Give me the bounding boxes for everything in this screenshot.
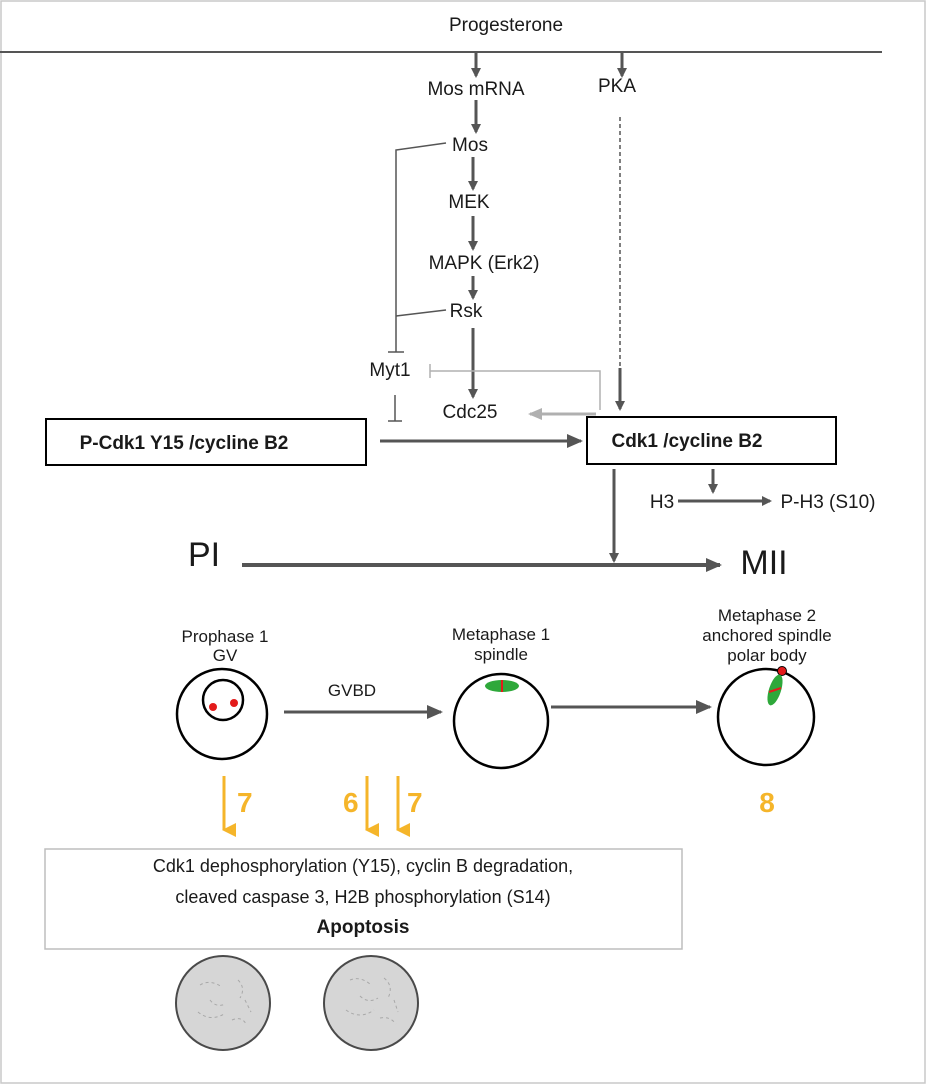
apoptotic-oocyte-1	[175, 955, 271, 1051]
cdk1-feedback-myt1	[430, 370, 601, 410]
metaphase2-oocyte	[716, 666, 816, 767]
nucleolus-dot	[230, 699, 238, 707]
prophase-label-line1: Prophase 1	[182, 627, 269, 646]
marker-7b: 7	[407, 787, 423, 818]
cdk1-box	[586, 416, 837, 465]
mapk-label: MAPK (Erk2)	[429, 253, 540, 274]
pka-label: PKA	[598, 76, 636, 97]
p-cdk1-box	[45, 418, 367, 466]
apoptosis-line2: cleaved caspase 3, H2B phosphorylation (…	[175, 887, 550, 907]
progesterone-label: Progesterone	[449, 15, 563, 36]
myt1-label: Myt1	[369, 360, 410, 381]
mek-label: MEK	[448, 192, 490, 213]
pi-label: PI	[188, 536, 220, 574]
mos-label: Mos	[452, 135, 488, 156]
meta1-label-line1: Metaphase 1	[452, 625, 550, 644]
nucleolus-dot	[209, 703, 217, 711]
ph3-label: P-H3 (S10)	[780, 492, 875, 513]
cdk1-label: Cdk1 /cycline B2	[611, 431, 762, 452]
cdc25-label: Cdc25	[443, 402, 498, 423]
prophase-label-line2: GV	[213, 646, 238, 665]
apoptosis-title: Apoptosis	[317, 917, 410, 938]
marker-6: 6	[343, 787, 359, 818]
meta2-chromosomes	[768, 687, 782, 693]
gvbd-label: GVBD	[328, 681, 376, 700]
marker-8: 8	[759, 787, 775, 818]
polar-body	[777, 666, 787, 676]
apoptosis-box	[44, 848, 683, 950]
germinal-vesicle	[201, 678, 245, 722]
mii-label: MII	[740, 544, 787, 582]
meta1-label-line2: spindle	[474, 645, 528, 664]
prophase-oocyte	[175, 667, 269, 761]
marker-7a: 7	[237, 787, 253, 818]
p-cdk1-label: P-Cdk1 Y15 /cycline B2	[80, 433, 289, 454]
apoptosis-line1: Cdk1 dephosphorylation (Y15), cyclin B d…	[153, 856, 573, 876]
meta2-label-line1: Metaphase 2	[718, 606, 816, 625]
metaphase1-oocyte	[452, 672, 550, 770]
meta2-label-line3: polar body	[727, 646, 807, 665]
mos-mrna-label: Mos mRNA	[427, 79, 524, 100]
rsk-inhibit-line	[395, 309, 447, 317]
apoptotic-oocyte-2	[323, 955, 419, 1051]
h3-label: H3	[650, 492, 674, 513]
rsk-label: Rsk	[450, 301, 483, 322]
mos-inhibit-line	[395, 142, 447, 352]
meta2-label-line2: anchored spindle	[702, 626, 831, 645]
